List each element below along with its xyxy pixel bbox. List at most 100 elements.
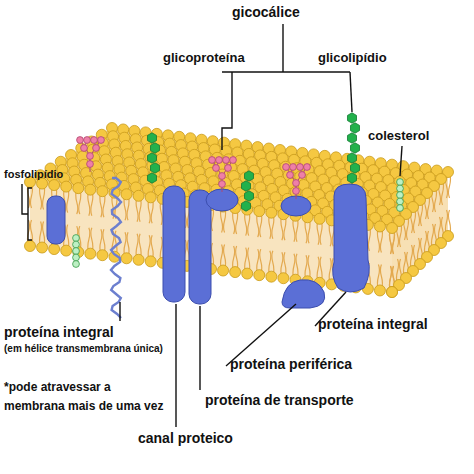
sugar-hexagon: [150, 163, 159, 173]
integral-protein: [333, 184, 370, 292]
glycoprotein-dome: [206, 189, 238, 211]
leader-line: [222, 72, 232, 150]
sugar-hexagon: [347, 173, 356, 183]
sugar-hexagon: [147, 133, 156, 143]
bracket-line: [282, 24, 283, 72]
note-label: *pode atravessar a membrana mais de uma …: [4, 378, 172, 416]
cholesterol-ring: [73, 248, 80, 255]
cholesterol-ring: [73, 241, 80, 248]
lipid-heads: [25, 123, 454, 298]
cholesterol-ring: [397, 179, 404, 186]
lipid-head: [49, 180, 60, 191]
sugar-unit: [287, 172, 294, 179]
sugar-hexagon: [350, 163, 359, 173]
leader-line: [119, 302, 120, 321]
sugar-link: [80, 140, 101, 172]
lipid-head: [37, 242, 48, 253]
lipid-tails: [28, 172, 451, 292]
sugar-unit: [304, 164, 311, 171]
transport-protein: [189, 190, 211, 304]
lipid-head: [218, 265, 229, 276]
sugar-unit: [84, 137, 91, 144]
channel-protein: [163, 186, 185, 302]
sugar-unit: [230, 157, 237, 164]
sugar-hexagon: [350, 143, 359, 153]
leader-line: [199, 306, 200, 390]
sugar-unit: [77, 137, 84, 144]
lipid-head: [73, 183, 84, 194]
lipid-head: [133, 254, 144, 265]
sugar-unit: [93, 145, 100, 152]
part-label: proteína integral: [318, 316, 428, 333]
sugar-unit: [219, 181, 226, 188]
sugar-link: [286, 167, 307, 199]
lipid-head: [85, 248, 96, 259]
sugar-unit: [223, 157, 230, 164]
sugar-unit: [81, 145, 88, 152]
sugar-unit: [213, 165, 220, 172]
lipid-head: [121, 189, 132, 200]
cholesterol: [73, 179, 404, 268]
group-label: gicocálice: [232, 4, 300, 21]
lipid-head: [49, 244, 60, 255]
sugar-unit: [293, 188, 300, 195]
lipid-head: [145, 192, 156, 203]
lipid-head: [242, 268, 253, 279]
leader-line: [175, 304, 176, 427]
lipid-head: [387, 287, 398, 298]
sugar-unit: [290, 164, 297, 171]
cholesterol-ring: [397, 185, 404, 192]
sugar-hexagon: [347, 113, 356, 123]
part-label: fosfolipídio: [4, 168, 63, 181]
sugar-unit: [283, 164, 290, 171]
part-label: proteína de transporte: [205, 392, 354, 409]
lipid-head: [61, 181, 72, 192]
sugar-hexagon: [241, 201, 250, 211]
proteins: [47, 184, 369, 308]
lipid-head: [254, 206, 265, 217]
part-label: glicoproteína: [163, 50, 245, 66]
lipid-head: [230, 267, 241, 278]
lipid-head: [145, 256, 156, 267]
lipid-head: [25, 241, 36, 252]
sugar-hexagon: [244, 171, 253, 181]
note-label: (em hélice transmembrana única): [4, 343, 163, 355]
sugar-unit: [98, 137, 105, 144]
lipid-head: [254, 270, 265, 281]
sugar-unit: [87, 153, 94, 160]
part-label: proteína integral: [4, 324, 114, 341]
sugar-unit: [216, 157, 223, 164]
lipid-head: [314, 213, 325, 224]
part-label: glicolipídio: [318, 50, 387, 66]
sugar-unit: [209, 157, 216, 164]
cholesterol-ring: [73, 254, 80, 261]
lipid-head: [97, 186, 108, 197]
peripheral-protein: [282, 280, 325, 308]
cholesterol-ring: [397, 198, 404, 205]
glycans: [77, 113, 360, 211]
lipid-head: [266, 271, 277, 282]
lipid-head: [278, 273, 289, 284]
lipid-head: [61, 245, 72, 256]
cholesterol-ring: [73, 235, 80, 242]
integral-protein: [47, 196, 65, 244]
sugar-hexagon: [241, 181, 250, 191]
part-label: canal proteico: [138, 430, 233, 447]
part-label: colesterol: [368, 128, 429, 144]
lipid-head: [85, 184, 96, 195]
sugar-link: [212, 160, 233, 192]
lipid-head: [97, 250, 108, 261]
sugar-hexagon: [150, 143, 159, 153]
lipid-head: [145, 152, 156, 163]
sugar-unit: [299, 172, 306, 179]
leader-line: [350, 72, 352, 112]
cholesterol-ring: [397, 205, 404, 212]
sugar-hexagon: [347, 153, 356, 163]
sugar-unit: [297, 164, 304, 171]
sugar-unit: [225, 165, 232, 172]
lipid-head: [266, 207, 277, 218]
lipid-head: [387, 223, 398, 234]
sugar-hexagon: [147, 173, 156, 183]
